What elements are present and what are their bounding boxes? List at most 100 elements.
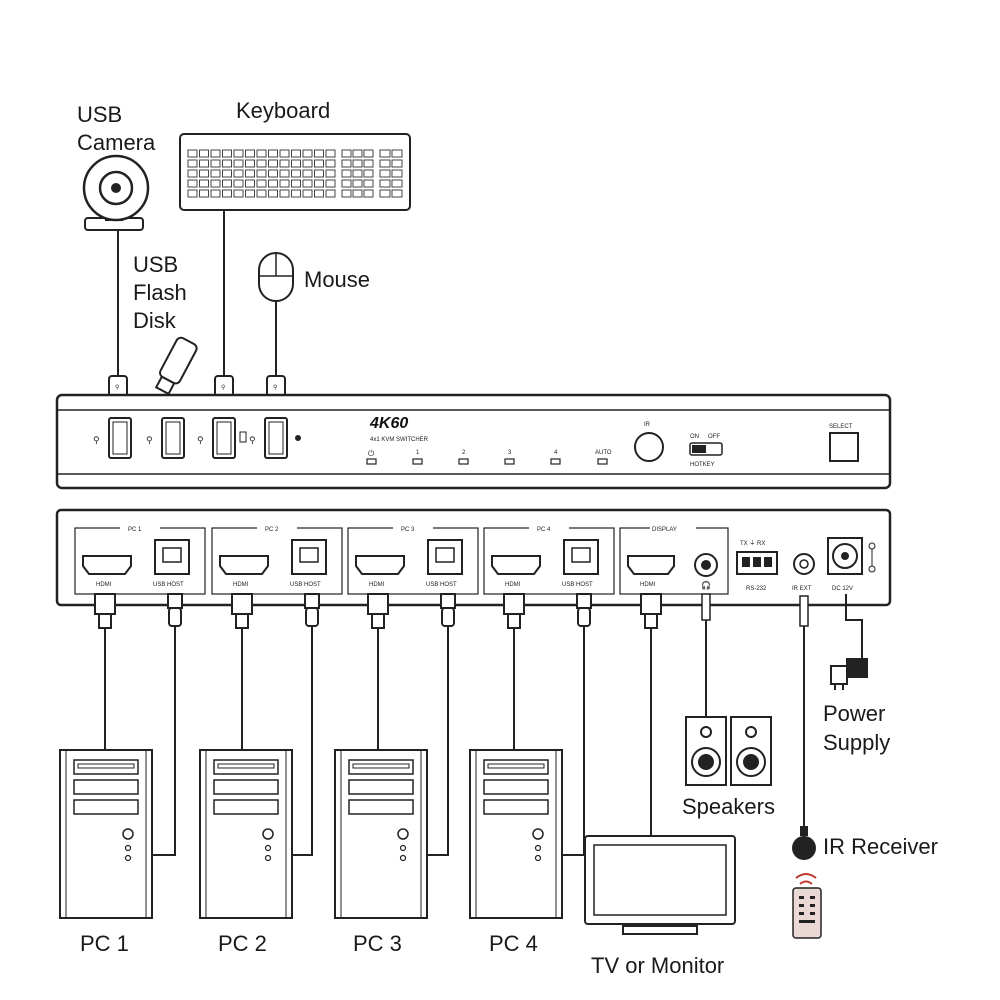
usb-flash-disk-label-line1: USB: [133, 252, 178, 277]
pc-label: PC 3: [353, 931, 402, 956]
front-usb-cables: [117, 210, 277, 376]
power-supply-label-line2: Supply: [823, 730, 890, 755]
power-cable: [845, 594, 863, 658]
speakers-label: Speakers: [682, 794, 775, 819]
select-button[interactable]: [829, 432, 859, 462]
usb-host-label: USB HOST: [153, 582, 184, 588]
led-3: 3: [504, 450, 515, 465]
hdmi-label: HDMI: [369, 582, 385, 588]
display-hdmi-port[interactable]: [627, 555, 675, 575]
switch-on-label: ON: [690, 434, 699, 440]
usb-camera-label-line1: USB: [77, 102, 122, 127]
usb-plug: [576, 593, 592, 627]
rear-group-label: PC 2: [265, 527, 279, 533]
led-label: 1: [416, 450, 420, 456]
usb-camera-label-line2: Camera: [77, 130, 156, 155]
front-usb-port-1[interactable]: [108, 417, 132, 459]
polarity-icon: [868, 542, 876, 573]
model-title: 4K60: [369, 415, 408, 432]
usb-camera-icon: [82, 154, 150, 231]
hdmi-plug: [231, 593, 253, 629]
rs232-port[interactable]: [736, 551, 778, 575]
pc-tower-icon: [199, 749, 293, 919]
select-label: SELECT: [829, 424, 853, 430]
switch-off-label: OFF: [708, 434, 720, 440]
keyboard-icon: [179, 133, 411, 211]
tv-monitor-label: TV or Monitor: [591, 953, 724, 978]
speakers-icon: [685, 716, 772, 786]
pc-tower-icon: [469, 749, 563, 919]
hdmi-label: HDMI: [233, 582, 249, 588]
hdmi-port[interactable]: [82, 555, 132, 575]
pc-label: PC 4: [489, 931, 538, 956]
ir-receiver-label: IR Receiver: [823, 834, 938, 859]
display-label: DISPLAY: [652, 527, 677, 533]
led-label: AUTO: [595, 450, 612, 456]
pc-label: PC 2: [218, 931, 267, 956]
audio-out-jack[interactable]: [694, 553, 718, 577]
hdmi-port[interactable]: [355, 555, 405, 575]
usb-flash-disk-label-line2: Flash: [133, 280, 187, 305]
usb-flash-disk-label: USB Flash Disk: [133, 252, 193, 333]
rs232-label: RS-232: [746, 586, 767, 592]
led-4: 4: [550, 450, 561, 465]
led-label: 3: [508, 450, 512, 456]
remote-control-icon: [792, 873, 822, 939]
usb-host-port[interactable]: [427, 539, 463, 575]
hotkey-switch[interactable]: [689, 442, 723, 456]
usb-host-label: USB HOST: [290, 582, 321, 588]
led-1: 1: [412, 450, 423, 465]
rear-cables: [94, 593, 592, 856]
led-label: 4: [554, 450, 558, 456]
hdmi-plug: [503, 593, 525, 629]
hdmi-plug: [94, 593, 116, 629]
led-2: 2: [458, 450, 469, 465]
display-hdmi-label: HDMI: [640, 582, 656, 588]
power-led: ⏻: [366, 449, 377, 465]
svg-text:⚲: ⚲: [115, 384, 119, 391]
usb-camera-label: USB Camera: [77, 102, 156, 155]
pc-tower-icon: [59, 749, 153, 919]
ir-receiver-icon: [792, 826, 816, 860]
hdmi-port[interactable]: [219, 555, 269, 575]
usb-flash-disk-icon: [154, 336, 198, 396]
power-adapter-icon: [830, 658, 868, 690]
svg-text:⚲: ⚲: [146, 436, 153, 446]
pc-tower-icon: [334, 749, 428, 919]
usb-plug: [167, 593, 183, 627]
hdmi-port[interactable]: [491, 555, 541, 575]
usb-flash-disk-label-line3: Disk: [133, 308, 177, 333]
front-usb-port-2[interactable]: [161, 417, 185, 459]
usb-host-port[interactable]: [291, 539, 327, 575]
mouse-label: Mouse: [304, 267, 370, 292]
hdmi-plug: [367, 593, 389, 629]
led-auto: AUTO: [595, 450, 612, 465]
dc-power-port[interactable]: [827, 537, 863, 575]
front-usb-port-4[interactable]: [264, 417, 288, 459]
usb-host-port[interactable]: [563, 539, 599, 575]
power-icon: ⏻: [368, 449, 375, 458]
tv-monitor-icon: [584, 835, 736, 935]
rear-group-label: PC 1: [128, 527, 142, 533]
ir-plug: [799, 595, 809, 627]
svg-text:⚲: ⚲: [249, 436, 256, 446]
svg-text:⚲: ⚲: [93, 436, 100, 446]
ir-ext-label: IR EXT: [792, 586, 812, 592]
front-usb-port-3[interactable]: [212, 417, 236, 459]
rear-group-label: PC 4: [537, 527, 551, 533]
audio-plug: [701, 593, 711, 621]
hotkey-label: HOTKEY: [690, 462, 715, 468]
rear-group-2: PC 2 HDMI USB HOST: [211, 523, 343, 595]
usb-plug: [304, 593, 320, 627]
rear-group-label: PC 3: [401, 527, 415, 533]
hdmi-label: HDMI: [505, 582, 521, 588]
usb-host-port[interactable]: [154, 539, 190, 575]
usb-host-label: USB HOST: [562, 582, 593, 588]
ir-ext-port[interactable]: [793, 553, 815, 575]
pc-label: PC 1: [80, 931, 129, 956]
dc-label: DC 12V: [832, 586, 853, 592]
svg-text:⚲: ⚲: [197, 436, 204, 446]
